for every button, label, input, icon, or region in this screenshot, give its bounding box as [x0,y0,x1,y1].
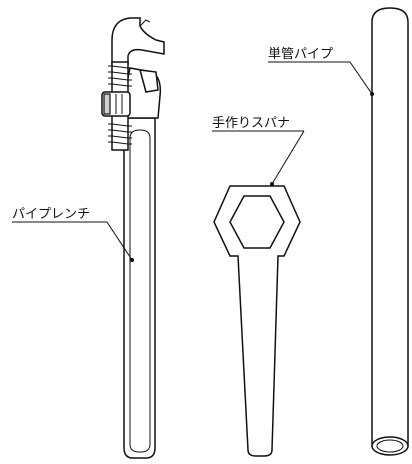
handmade-spanner-leader-line [271,130,305,185]
handmade-spanner-label: 手作りスパナ [212,116,290,131]
single-pipe-illustration [371,7,409,456]
pipe-wrench-illustration [101,17,165,459]
pipe-wrench-leader-line [106,221,133,261]
single-pipe-leader-line [349,61,373,95]
single-pipe-label: 単管パイプ [268,46,333,62]
handmade-spanner-illustration [213,185,301,457]
pipe-wrench-leader-dot [130,258,134,262]
single-pipe-leader-dot [370,92,374,96]
pipe-wrench-label: パイプレンチ [12,207,90,222]
handmade-spanner-leader-dot [270,182,274,186]
